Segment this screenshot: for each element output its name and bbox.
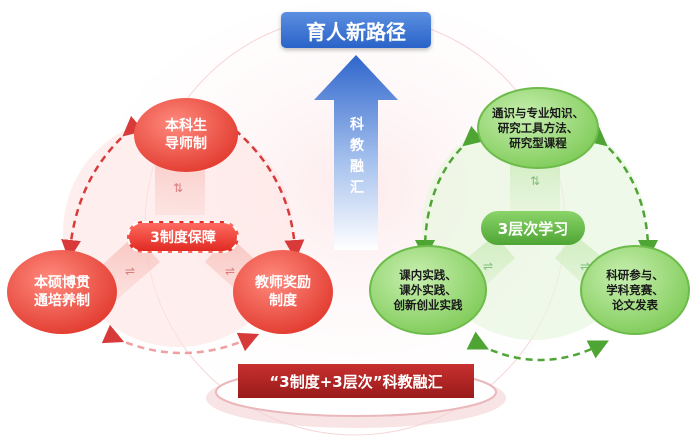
label-research: 科研参与、学科竞赛、论文发表: [606, 268, 664, 312]
title-box: 育人新路径: [281, 12, 431, 48]
circle-practice: [369, 245, 487, 335]
circle-undergrad-mentor: [134, 98, 238, 172]
label-integrated-training: 本硕博贯通培养制: [34, 275, 90, 310]
title-text: 育人新路径: [306, 19, 406, 44]
label-undergrad-mentor: 本科生导师制: [165, 118, 207, 153]
right-arm-top: [510, 155, 560, 215]
left-arm-mark-right: ⇌: [225, 264, 235, 278]
right-cycle-arrow-upper-right: [585, 125, 658, 260]
bottom-banner: “3制度+3层次”科教融汇: [238, 364, 474, 398]
left-arm-mark-top: ⇅: [173, 181, 183, 195]
right-arm-mark-left: ⇌: [483, 259, 493, 273]
arrow-label: 科教融汇: [350, 117, 364, 196]
label-teacher-reward: 教师奖励制度: [255, 275, 311, 310]
circle-teacher-reward: [233, 250, 333, 334]
left-arm-mark-left: ⇌: [125, 264, 135, 278]
left-cycle-arrow-upper-left: [61, 115, 145, 260]
left-cycle-arrow-upper-right: [234, 129, 305, 260]
circle-integrated-training: [7, 250, 117, 334]
right-cycle-arrow-upper-left: [415, 125, 485, 260]
right-arm-mark-right: ⇌: [580, 259, 590, 273]
right-center-text: 3层次学习: [497, 219, 569, 238]
bottom-banner-text: “3制度+3层次”科教融汇: [269, 372, 443, 391]
label-knowledge-methods: 通识与专业知识、研究工具方法、研究型课程: [492, 106, 584, 150]
left-center-text: 3制度保障: [150, 230, 216, 246]
circle-knowledge-methods: [477, 87, 599, 169]
right-center-badge: 3层次学习: [481, 211, 585, 245]
label-practice: 课内实践、课外实践、创新创业实践: [393, 268, 463, 312]
central-up-arrow: [314, 55, 398, 250]
right-arm-mark-top: ⇅: [530, 174, 540, 188]
left-cycle-arrow-bottom: [101, 324, 260, 355]
right-cycle-arrow-bottom: [466, 331, 609, 362]
left-center-badge: 3制度保障: [127, 221, 239, 253]
circle-research: [580, 245, 690, 335]
